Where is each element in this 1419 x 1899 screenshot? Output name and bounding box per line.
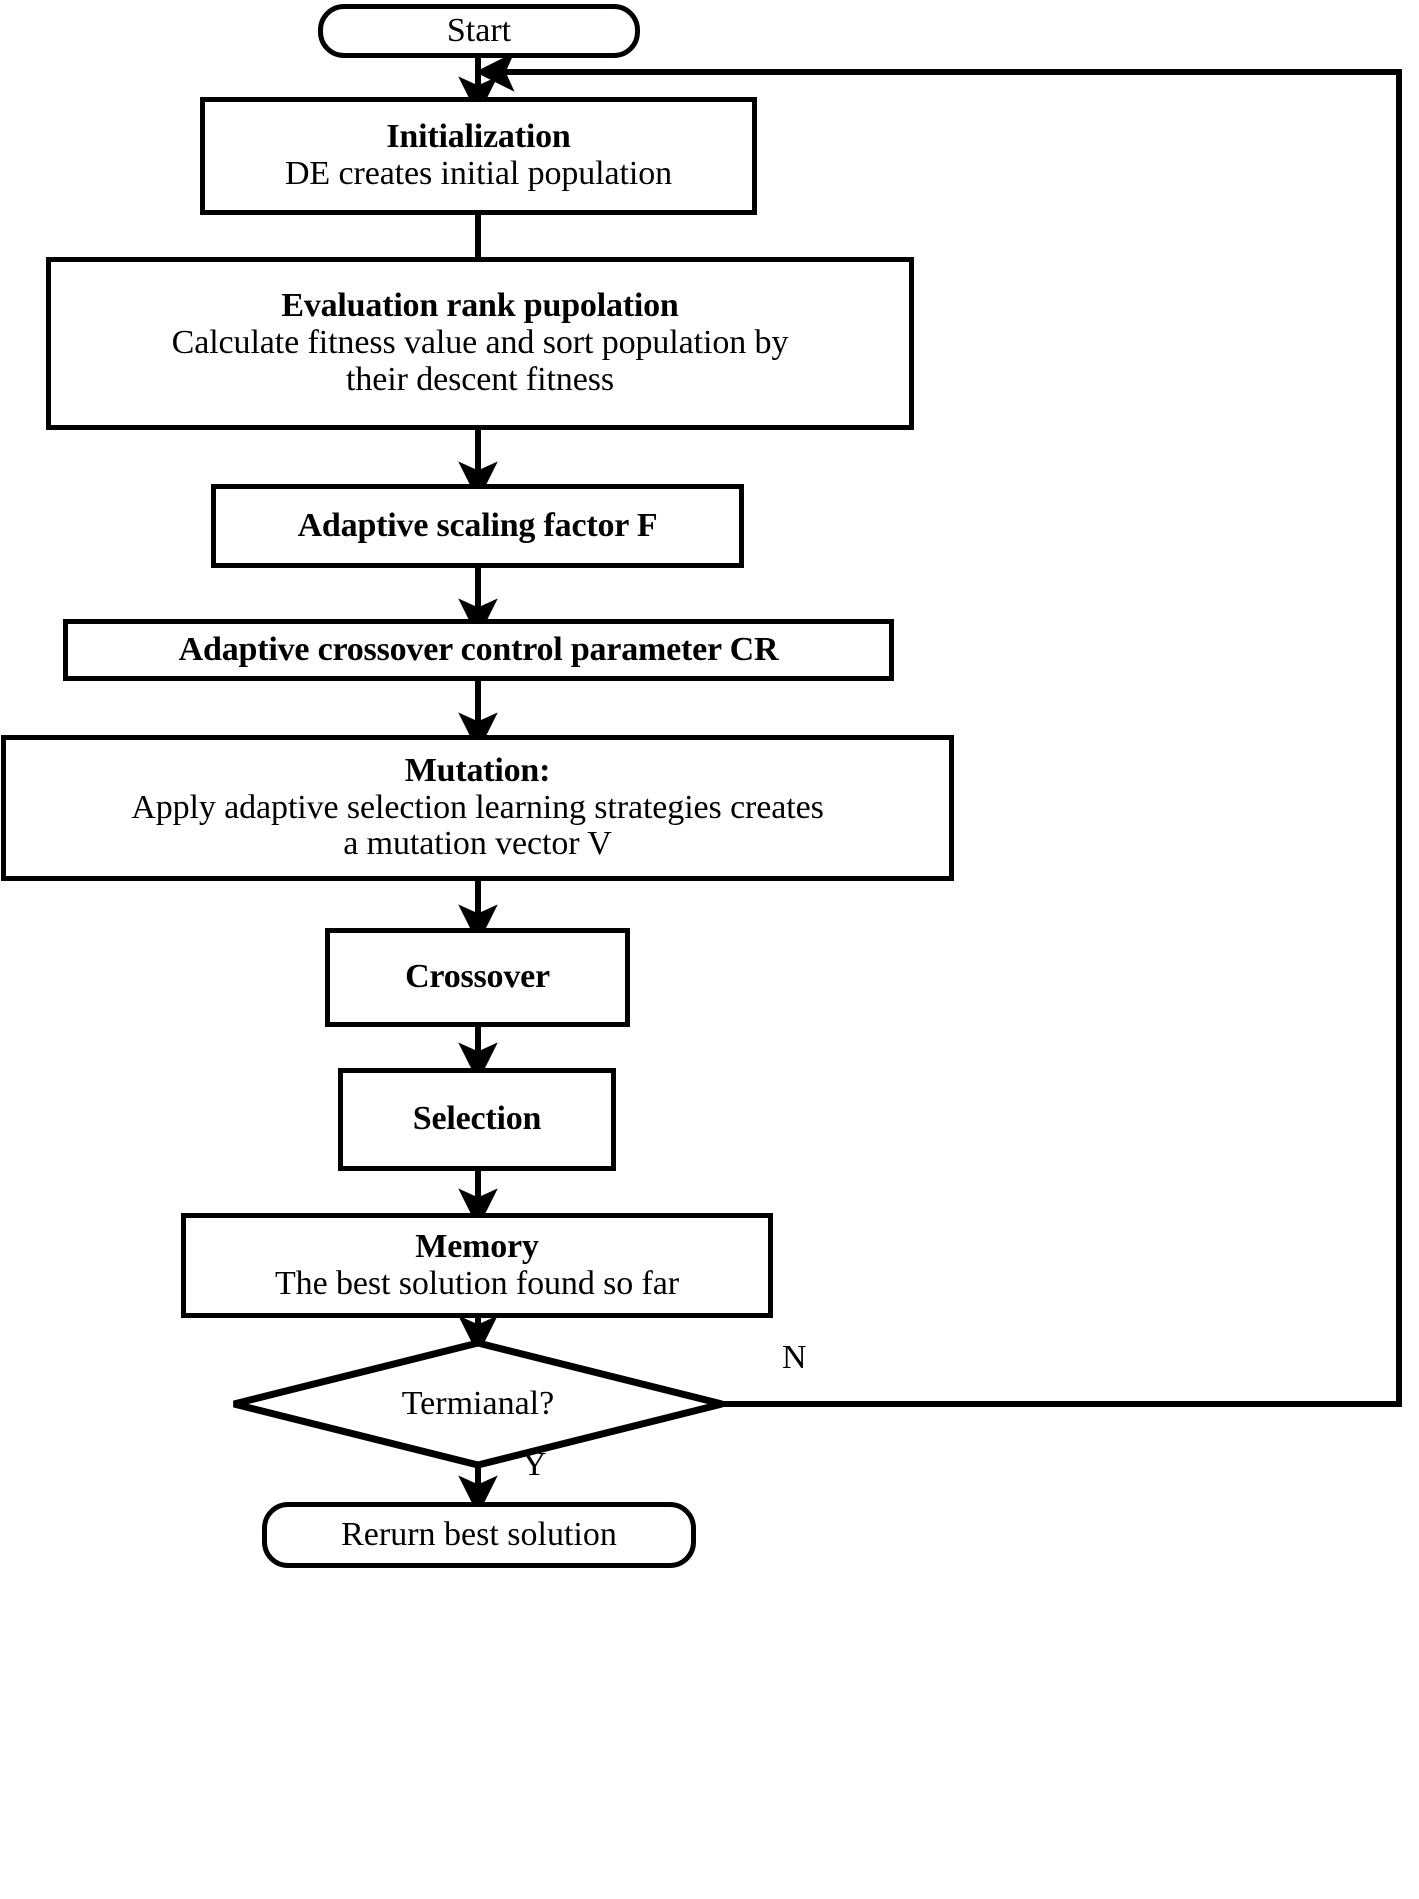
node-memory-subtitle: The best solution found so far [275, 1264, 679, 1302]
node-mutation[interactable]: Mutation: Apply adaptive selection learn… [1, 735, 954, 881]
node-terminal-decision[interactable]: Termianal? [378, 1385, 578, 1423]
node-evaluation-title: Evaluation rank pupolation [281, 287, 679, 325]
node-adaptive-crossover-parameter-title: Adaptive crossover control parameter CR [178, 630, 779, 668]
node-crossover[interactable]: Crossover [325, 928, 630, 1027]
node-evaluation-subtitle-line2: their descent fitness [346, 360, 614, 398]
node-start[interactable]: Start [318, 4, 640, 58]
node-crossover-title: Crossover [405, 958, 550, 996]
node-selection-title: Selection [412, 1100, 542, 1138]
edge-label-yes: Y [522, 1448, 547, 1482]
node-memory-title: Memory [415, 1227, 539, 1265]
node-adaptive-crossover-parameter[interactable]: Adaptive crossover control parameter CR [63, 619, 894, 681]
node-initialization[interactable]: Initialization DE creates initial popula… [200, 97, 757, 215]
edge-label-no-text: N [782, 1339, 807, 1376]
node-mutation-subtitle-line1: Apply adaptive selection learning strate… [131, 788, 824, 826]
node-return-best-solution-label: Rerurn best solution [341, 1515, 617, 1553]
node-selection[interactable]: Selection [338, 1068, 616, 1171]
node-start-label: Start [446, 11, 512, 49]
node-initialization-subtitle: DE creates initial population [284, 155, 673, 192]
edge-label-yes-text: Y [522, 1446, 547, 1483]
node-mutation-title: Mutation: [404, 751, 551, 789]
node-terminal-decision-label: Termianal? [401, 1385, 555, 1422]
edge-label-no: N [782, 1341, 807, 1375]
node-initialization-title: Initialization [386, 118, 571, 156]
node-memory[interactable]: Memory The best solution found so far [181, 1213, 773, 1318]
node-return-best-solution[interactable]: Rerurn best solution [262, 1502, 696, 1568]
node-evaluation-subtitle-line1: Calculate fitness value and sort populat… [171, 324, 789, 362]
node-mutation-subtitle-line2: a mutation vector V [343, 825, 612, 863]
node-adaptive-scaling-factor[interactable]: Adaptive scaling factor F [211, 484, 744, 568]
node-adaptive-scaling-factor-title: Adaptive scaling factor F [297, 506, 658, 544]
node-evaluation[interactable]: Evaluation rank pupolation Calculate fit… [46, 257, 914, 430]
